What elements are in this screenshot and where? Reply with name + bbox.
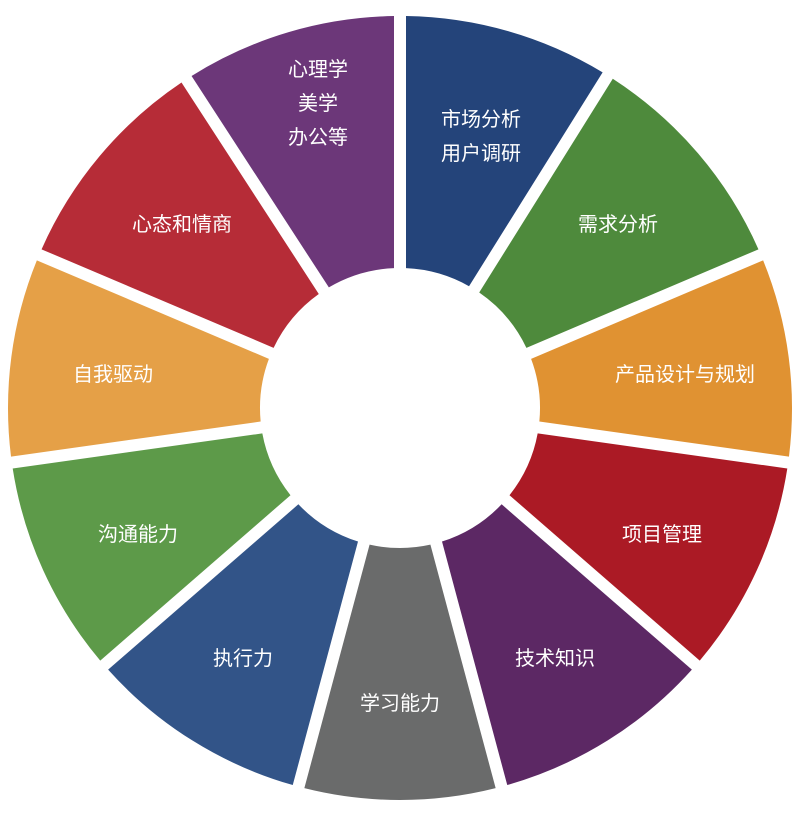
segment-label-market: 用户调研 [441,141,521,165]
segment-label-learning: 学习能力 [360,691,440,715]
segment-market [406,16,603,287]
segment-learning [304,544,496,800]
segment-self-drive [7,260,269,457]
segment-label-product-design: 产品设计与规划 [615,362,755,386]
segment-label-market: 市场分析 [441,107,521,131]
segment-label-project-mgmt: 项目管理 [622,522,702,546]
segment-psychology [191,16,394,288]
segment-label-self-drive: 自我驱动 [73,362,153,386]
segment-requirements [479,78,759,348]
segment-label-communication: 沟通能力 [98,522,178,546]
segment-label-execution: 执行力 [213,646,273,670]
segment-execution [108,504,359,786]
segment-label-requirements: 需求分析 [578,212,658,236]
segment-label-tech-knowledge: 技术知识 [515,646,595,670]
segment-communication [12,433,291,661]
segment-tech-knowledge [441,504,692,786]
segment-label-psychology: 办公等 [288,125,348,149]
segment-label-mindset: 心态和情商 [132,212,232,236]
wheel-segments [7,16,792,800]
segment-product-design [531,260,792,457]
segment-label-psychology: 心理学 [288,57,348,81]
segment-label-psychology: 美学 [298,91,338,115]
segment-project-mgmt [509,433,788,661]
segment-mindset [41,82,319,348]
